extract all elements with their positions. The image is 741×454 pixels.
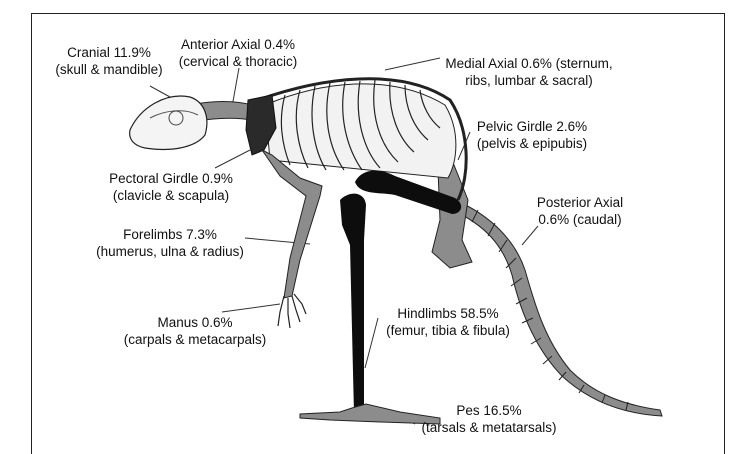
label-hindlimbs: Hindlimbs 58.5%(femur, tibia & fibula) [374, 305, 522, 339]
leader-pectoral-girdle [215, 150, 250, 168]
leader-anterior-axial [232, 68, 239, 107]
label-pes: Pes 16.5%(tarsals & metatarsals) [418, 402, 560, 436]
label-anterior-axial: Anterior Axial 0.4%(cervical & thoracic) [169, 36, 307, 70]
label-cranial: Cranial 11.9%(skull & mandible) [52, 44, 166, 78]
hindlimb [340, 171, 461, 414]
label-pectoral-girdle: Pectoral Girdle 0.9%(clavicle & scapula) [96, 170, 246, 204]
label-forelimbs: Forelimbs 7.3%(humerus, ulna & radius) [90, 226, 250, 260]
leader-medial-axial [385, 58, 440, 70]
label-manus: Manus 0.6%(carpals & metacarpals) [119, 314, 271, 348]
forelimb [262, 150, 322, 298]
leader-manus [222, 304, 280, 312]
skull [130, 96, 207, 149]
label-medial-axial: Medial Axial 0.6% (sternum,ribs, lumbar … [434, 55, 624, 89]
manus-bones [278, 294, 306, 328]
leader-cranial [150, 86, 170, 97]
leader-posterior-axial [522, 226, 538, 245]
label-pelvic-girdle: Pelvic Girdle 2.6%(pelvis & epipubis) [470, 118, 594, 152]
